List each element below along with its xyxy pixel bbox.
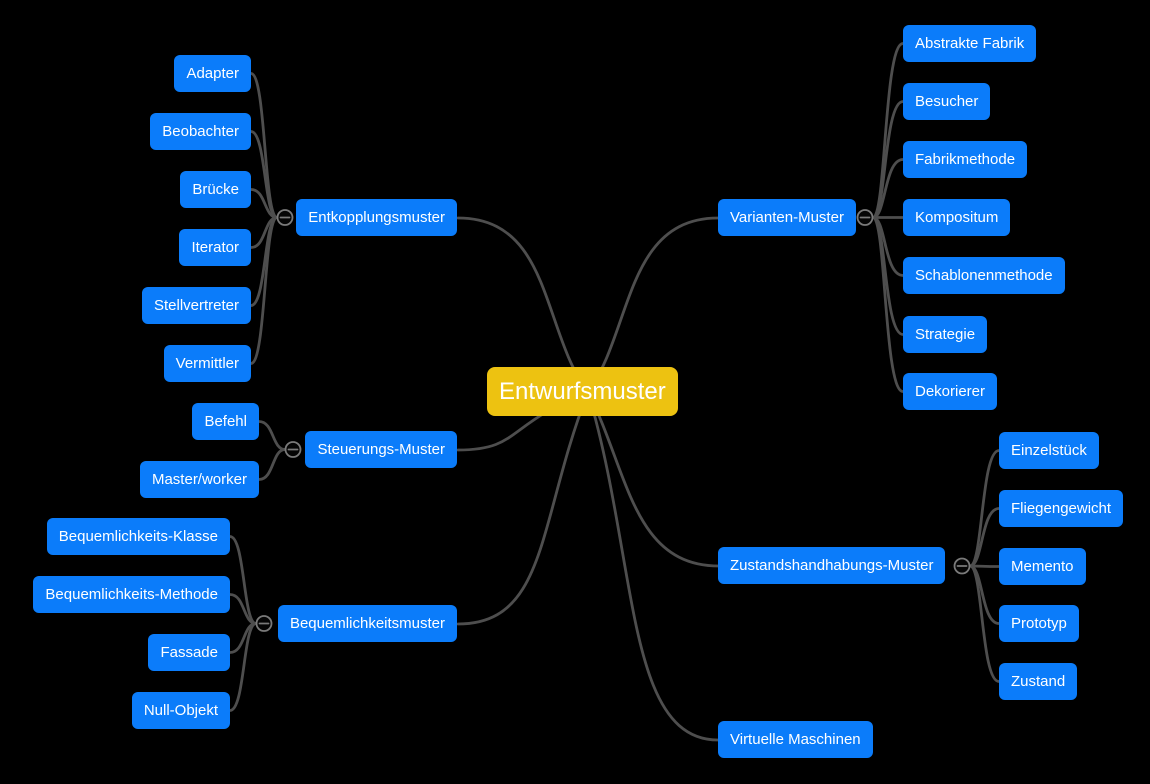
branch-node-zustandshandhabungs-muster[interactable]: Zustandshandhabungs-Muster	[718, 547, 946, 584]
child-node-schablonenmethode[interactable]: Schablonenmethode	[903, 257, 1065, 294]
child-node-fliegengewicht[interactable]: Fliegengewicht	[999, 490, 1124, 527]
link-steuerung-master-worker	[257, 448, 287, 481]
child-node-memento[interactable]: Memento	[999, 548, 1086, 585]
link-entkopplung-adapter	[249, 72, 279, 219]
link-bequemlich-klasse	[228, 535, 258, 625]
root-node-entwurfsmuster[interactable]: Entwurfsmuster	[487, 367, 678, 416]
child-node-prototyp[interactable]: Prototyp	[999, 605, 1079, 642]
child-node-bequemlichkeits-klasse[interactable]: Bequemlichkeits-Klasse	[46, 518, 230, 555]
link-entkopplung-stellvertreter	[249, 216, 279, 307]
branch-node-varianten-muster[interactable]: Varianten-Muster	[718, 199, 856, 236]
child-node-stellvertreter[interactable]: Stellvertreter	[141, 287, 251, 324]
collapse-toggle-steuerungs-muster[interactable]	[284, 441, 302, 458]
child-node-null-objekt[interactable]: Null-Objekt	[131, 692, 230, 729]
link-varianten-abstrakte-fabrik	[871, 42, 905, 219]
child-node-fabrikmethode[interactable]: Fabrikmethode	[903, 141, 1028, 178]
child-node-strategie[interactable]: Strategie	[903, 316, 988, 353]
branch-node-entkopplungsmuster[interactable]: Entkopplungsmuster	[296, 199, 457, 236]
link-root-entkopplungsmuster	[456, 216, 590, 394]
link-zustands-prototyp	[968, 564, 1001, 625]
link-entkopplung-iterator	[249, 216, 279, 249]
child-node-kompositum[interactable]: Kompositum	[903, 199, 1011, 236]
link-bequemlich-methode	[228, 593, 258, 625]
link-root-zustandshandhabungs-muster	[586, 390, 721, 568]
link-root-virtuelle-maschinen	[586, 390, 720, 742]
link-varianten-fabrikmethode	[871, 158, 905, 219]
link-varianten-schablonenmethode	[871, 216, 905, 277]
link-zustands-einzelstueck	[968, 449, 1001, 568]
link-zustands-memento	[968, 564, 1001, 568]
link-varianten-dekorierer	[871, 216, 905, 393]
link-entkopplung-bruecke	[249, 188, 279, 219]
link-varianten-strategie	[871, 216, 905, 336]
child-node-beobachter[interactable]: Beobachter	[150, 113, 251, 150]
child-node-fassade[interactable]: Fassade	[148, 634, 230, 671]
link-bequemlich-fassade	[228, 622, 258, 654]
branch-node-virtuelle-maschinen[interactable]: Virtuelle Maschinen	[718, 721, 873, 758]
link-entkopplung-vermittler	[249, 216, 279, 365]
child-node-iterator[interactable]: Iterator	[179, 229, 251, 266]
child-node-bequemlichkeits-methode[interactable]: Bequemlichkeits-Methode	[33, 576, 230, 613]
link-bequemlich-null-objekt	[228, 622, 258, 712]
child-node-dekorierer[interactable]: Dekorierer	[903, 373, 998, 410]
child-node-adapter[interactable]: Adapter	[174, 55, 251, 92]
collapse-toggle-entkopplungsmuster[interactable]	[276, 209, 294, 226]
link-steuerung-befehl	[257, 420, 287, 451]
link-zustands-fliegengewicht	[968, 507, 1001, 568]
child-node-einzelstueck[interactable]: Einzelstück	[999, 432, 1099, 469]
child-node-befehl[interactable]: Befehl	[192, 403, 259, 440]
link-zustands-zustand	[968, 564, 1001, 683]
child-node-besucher[interactable]: Besucher	[903, 83, 991, 120]
collapse-toggle-bequemlichkeitsmuster[interactable]	[255, 615, 273, 632]
collapse-toggle-varianten-muster[interactable]	[856, 209, 874, 226]
link-root-varianten-muster	[586, 216, 720, 394]
child-node-abstrakte-fabrik[interactable]: Abstrakte Fabrik	[903, 25, 1037, 62]
link-root-bequemlichkeitsmuster	[456, 390, 590, 626]
child-node-vermittler[interactable]: Vermittler	[163, 345, 251, 382]
child-node-master-worker[interactable]: Master/worker	[139, 461, 259, 498]
link-entkopplung-beobachter	[249, 130, 279, 219]
child-node-zustand[interactable]: Zustand	[999, 663, 1078, 700]
collapse-toggle-zustandshandhabungs-muster[interactable]	[953, 557, 971, 575]
branch-node-steuerungs-muster[interactable]: Steuerungs-Muster	[305, 431, 457, 468]
link-varianten-besucher	[871, 100, 905, 219]
child-node-bruecke[interactable]: Brücke	[180, 171, 251, 208]
branch-node-bequemlichkeitsmuster[interactable]: Bequemlichkeitsmuster	[277, 605, 457, 642]
